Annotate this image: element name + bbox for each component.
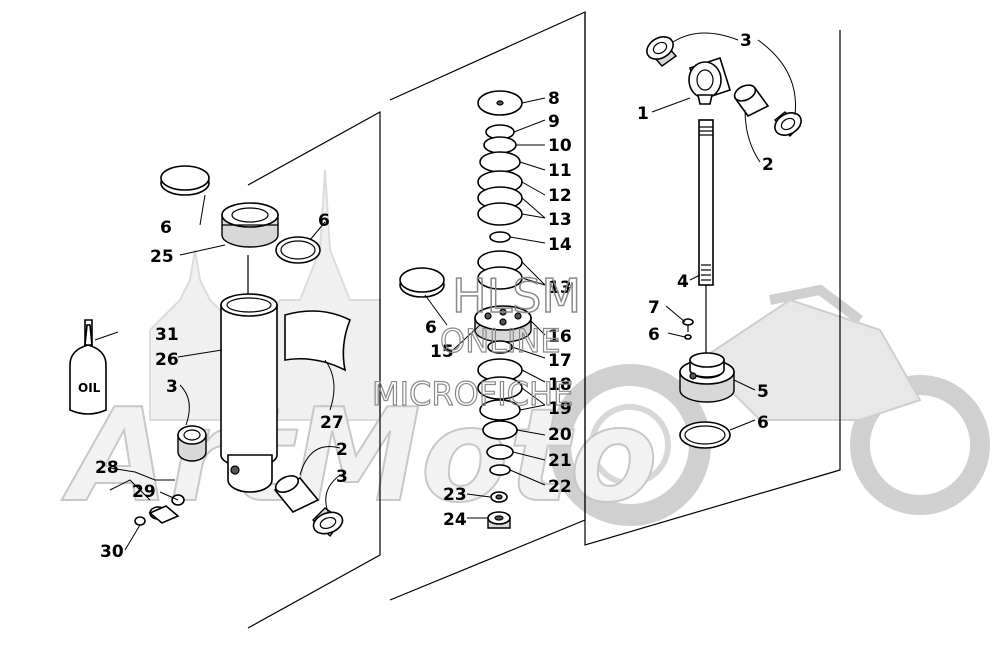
watermark-line-3: MICROFICHE: [372, 375, 573, 413]
callout-1: 1: [637, 104, 649, 124]
callout-labels: 6 6 25 31 26 3 27 2 3 28 29 30 8 9 10 11…: [95, 31, 774, 562]
part-16-shim: [487, 340, 513, 354]
part-27-decal: [284, 310, 352, 372]
part-3-bushing-top-right: [773, 111, 802, 138]
part-8-washer-top: [477, 90, 523, 116]
part-15-piston: [474, 305, 532, 343]
part-6-o-ring-bottom: [679, 421, 731, 449]
part-3-bushing-top: [646, 36, 678, 67]
callout-2: 2: [762, 155, 774, 175]
callout-22: 22: [548, 477, 572, 497]
part-23-lock-washer: [490, 491, 508, 503]
callout-17: 17: [548, 351, 572, 371]
right-panel-outline: [584, 12, 841, 546]
callout-24: 24: [443, 510, 467, 530]
callout-23: 23: [443, 485, 467, 505]
part-22-washer: [489, 464, 511, 476]
callout-19: 19: [548, 399, 572, 419]
part-25-end-cap: [221, 202, 279, 248]
part-20-shim: [482, 420, 518, 440]
part-6-small-o-ring: [684, 334, 692, 340]
part-2-sleeve-lower: [273, 475, 320, 513]
callout-6: 6: [318, 211, 330, 231]
callout-2: 2: [336, 440, 348, 460]
part-4-shaft: [698, 119, 714, 286]
callout-14: 14: [548, 235, 572, 255]
callout-30: 30: [100, 542, 124, 562]
callout-3: 3: [336, 467, 348, 487]
left-panel-outline: [247, 110, 381, 629]
part-21-shim: [486, 444, 514, 460]
part-26-shock-body: [220, 293, 278, 493]
callout-13: 13: [548, 278, 572, 298]
callout-13: 13: [548, 210, 572, 230]
part-10-shim: [483, 136, 517, 154]
callout-3: 3: [166, 377, 178, 397]
callout-3: 3: [740, 31, 752, 51]
part-7-screw: [682, 318, 694, 332]
part-6-piston-ring: [399, 267, 445, 298]
callout-29: 29: [132, 482, 156, 502]
part-6-seal-ring-left: [160, 165, 210, 196]
part-14-shim: [489, 231, 511, 243]
callout-4: 4: [677, 272, 689, 292]
leader-lines: [94, 32, 797, 551]
callout-31: 31: [155, 325, 179, 345]
watermark-line-2: ONLINE: [440, 322, 561, 360]
callout-11: 11: [548, 161, 572, 181]
callout-8: 8: [548, 89, 560, 109]
callout-25: 25: [150, 247, 174, 267]
part-24-nut: [487, 511, 511, 529]
watermark-line-1: HLSM: [452, 269, 581, 323]
part-13-shim-b: [477, 202, 523, 226]
part-3-bushing-left: [177, 425, 207, 462]
callout-6: 6: [648, 325, 660, 345]
callout-18: 18: [548, 375, 572, 395]
callout-26: 26: [155, 350, 179, 370]
part-5-seal-head: [679, 352, 735, 403]
callout-5: 5: [757, 382, 769, 402]
part-2-sleeve-top: [733, 84, 770, 118]
callout-7: 7: [648, 298, 660, 318]
part-30-valve-cap: [134, 516, 146, 526]
oil-bottle-label: OIL: [78, 381, 101, 395]
callout-20: 20: [548, 425, 572, 445]
callout-15: 15: [430, 342, 454, 362]
callout-6: 6: [160, 218, 172, 238]
part-6-o-ring-right: [275, 236, 321, 264]
callout-21: 21: [548, 451, 572, 471]
part-11-shim: [479, 151, 521, 173]
callout-27: 27: [320, 413, 344, 433]
callout-6: 6: [425, 318, 437, 338]
callout-28: 28: [95, 458, 119, 478]
callout-9: 9: [548, 112, 560, 132]
part-1-eye: [688, 56, 731, 105]
callout-12: 12: [548, 186, 572, 206]
callout-10: 10: [548, 136, 572, 156]
part-3-bushing-lower: [311, 507, 344, 538]
callout-6: 6: [757, 413, 769, 433]
part-31-oil-bottle: OIL: [69, 319, 107, 415]
callout-16: 16: [548, 327, 572, 347]
